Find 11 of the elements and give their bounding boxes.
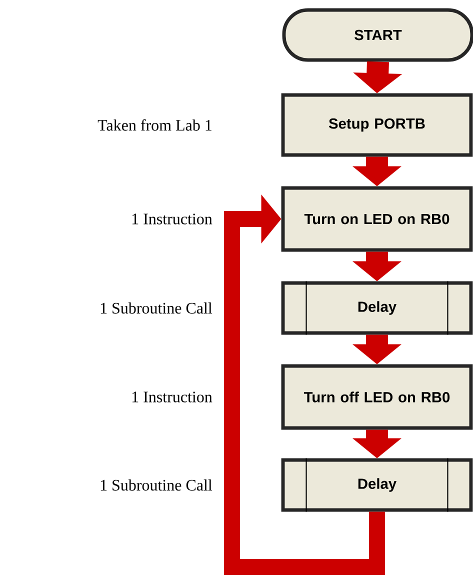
- start-terminal: START: [282, 8, 473, 62]
- process-box: Setup PORTB: [281, 93, 473, 157]
- annotation-text: 1 Subroutine Call: [100, 479, 212, 491]
- subroutine-box: Delay: [281, 281, 473, 335]
- process-box: Turn on LED on RB0: [281, 186, 473, 252]
- subroutine-box: Delay: [281, 458, 473, 512]
- annotation-text: 1 Instruction: [132, 214, 212, 224]
- process-box: Turn off LED on RB0: [281, 364, 473, 430]
- annotation-text: 1 Instruction: [132, 392, 212, 402]
- annotation-text: Taken from Lab 1: [98, 119, 212, 131]
- annotation-text: 1 Subroutine Call: [100, 302, 212, 314]
